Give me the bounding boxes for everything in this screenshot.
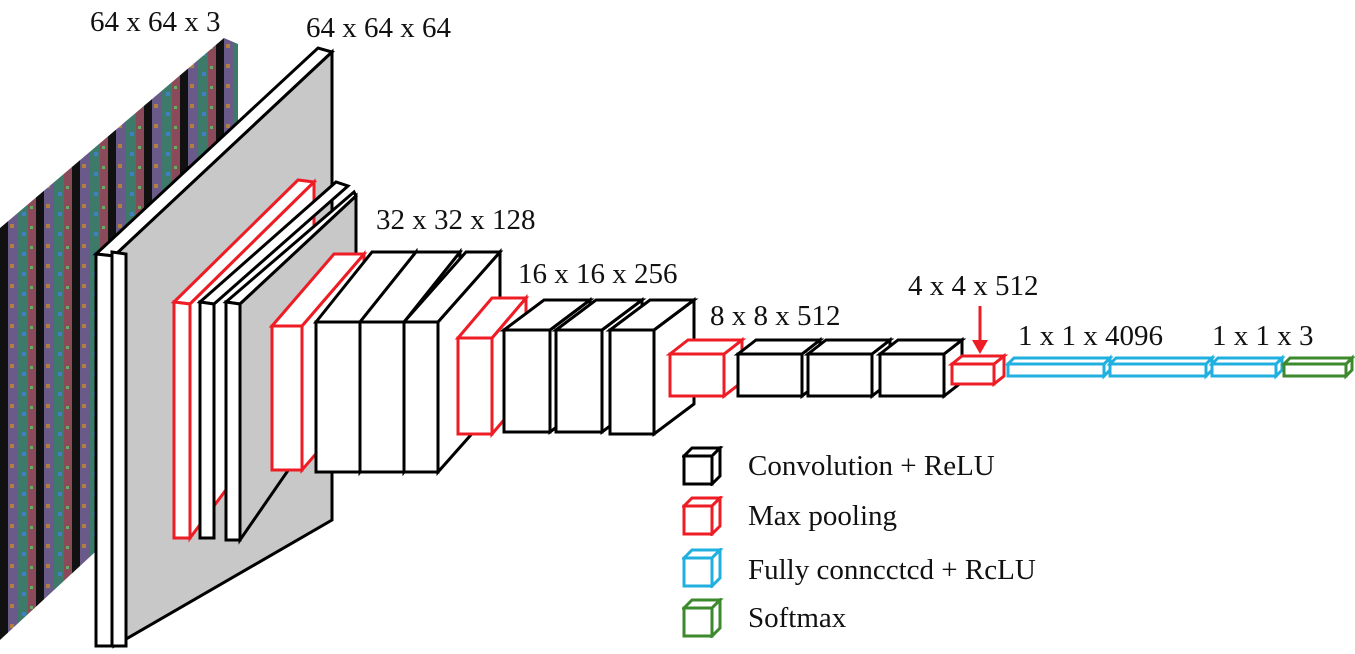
conv3c-box-face xyxy=(402,320,440,474)
label-conv3-size: 16 x 16 x 256 xyxy=(518,258,678,290)
label-input-size: 64 x 64 x 3 xyxy=(90,6,221,38)
fc1-slab-face xyxy=(1006,362,1106,378)
conv1-plate-front-b xyxy=(110,250,128,648)
label-conv5-size: 4 x 4 x 512 xyxy=(908,270,1039,302)
label-conv1-size: 64 x 64 x 64 xyxy=(306,12,451,44)
conv4c-box-face xyxy=(608,328,656,436)
pool5-box xyxy=(947,352,1009,388)
conv4b-box-face xyxy=(554,328,604,434)
legend-softmax-label: Softmax xyxy=(748,602,847,634)
conv5b-box xyxy=(803,336,895,400)
conv3a-box-face xyxy=(314,320,362,474)
legend-fc-label: Fully conncctcd + RcLU xyxy=(748,554,1036,586)
legend-pool-label: Max pooling xyxy=(748,500,898,532)
conv5c-box-face xyxy=(878,352,946,398)
label-conv4-size: 8 x 8 x 512 xyxy=(710,300,841,332)
conv5b-box-face xyxy=(806,352,874,398)
softmax-slab-face xyxy=(1282,362,1348,378)
legend-pool-swatch xyxy=(682,496,724,536)
fc2-slab-face xyxy=(1108,362,1208,378)
pool5-arrow xyxy=(972,306,988,354)
conv5a-box-face xyxy=(736,352,804,398)
label-conv2-size: 32 x 32 x 128 xyxy=(376,204,536,236)
legend-conv-label: Convolution + ReLU xyxy=(748,450,995,482)
pool4-box xyxy=(665,336,747,400)
conv2b-front xyxy=(224,300,242,542)
softmax-slab xyxy=(1280,354,1355,380)
pool2-box-face xyxy=(270,324,304,472)
legend-conv-swatch xyxy=(682,446,724,486)
legend-fc-swatch xyxy=(682,548,724,588)
label-fc-size: 1 x 1 x 4096 xyxy=(1018,320,1163,352)
conv4a-box-face xyxy=(502,328,552,434)
label-output-size: 1 x 1 x 3 xyxy=(1212,320,1314,352)
conv5c-box xyxy=(875,336,967,400)
pool3-box-face xyxy=(456,336,494,436)
pool1-front xyxy=(172,300,192,540)
conv3b-box-face xyxy=(358,320,406,474)
fc3-slab-face xyxy=(1210,362,1278,378)
pool5-box-face xyxy=(950,362,996,386)
pool4-box-face xyxy=(668,352,726,398)
fc1-slab xyxy=(1004,354,1114,380)
conv2a-front xyxy=(198,300,216,540)
fc2-slab xyxy=(1106,354,1216,380)
fc3-slab xyxy=(1208,354,1286,380)
legend-softmax-swatch xyxy=(682,598,724,638)
